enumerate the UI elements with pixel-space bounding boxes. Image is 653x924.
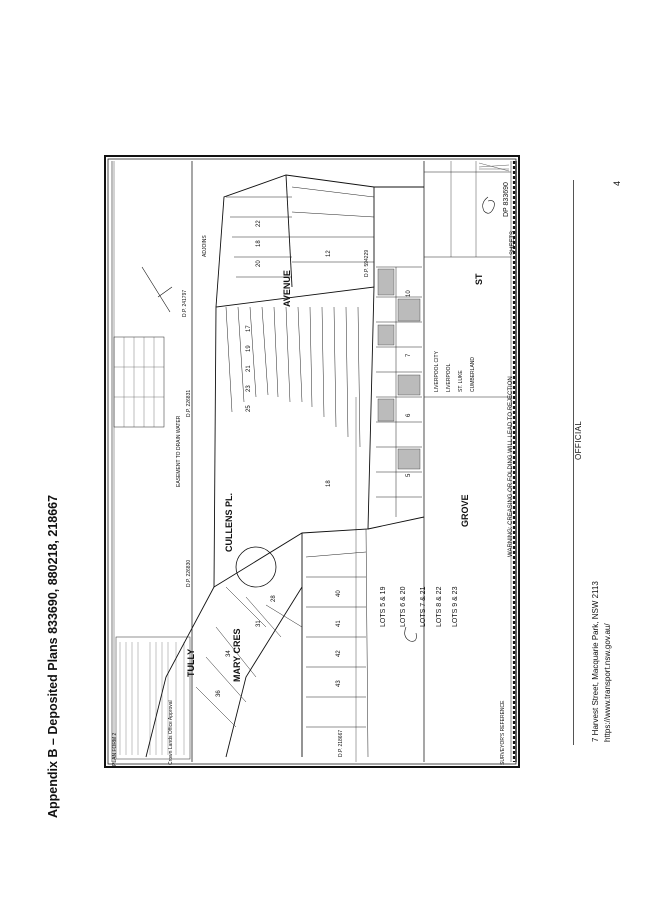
lot-number: 22 (256, 220, 262, 227)
lot-number: 23 (246, 385, 252, 392)
street-avenue: AVENUE (282, 270, 292, 307)
lot-number: 17 (246, 325, 252, 332)
lot-number: 21 (246, 365, 252, 372)
county-label: CUMBERLAND (470, 356, 476, 392)
street-grove: GROVE (460, 494, 470, 527)
lot-number: 28 (271, 595, 277, 602)
adjoins-label: ADJOINS (202, 235, 208, 257)
page-number: 4 (612, 180, 622, 186)
locality-label: LIVERPOOL (446, 363, 452, 392)
warning-text: WARNING: CREASING OR FOLDING WILL LEAD T… (508, 376, 514, 557)
deposited-plan-drawing: PLAN FORM 2 Crown Lands Office Approval … (104, 155, 520, 768)
lot-number: 34 (226, 650, 232, 657)
lot-number: 18 (326, 480, 332, 487)
lot-number: 5 (406, 473, 412, 477)
lga-label: LIVERPOOL CITY (434, 351, 440, 392)
lot-list-3: LOTS 7 & 21 (420, 586, 427, 627)
lot-number: 10 (406, 290, 412, 297)
dp-ref-1: D.P. 241797 (182, 289, 188, 317)
plan-form-label: PLAN FORM 2 (112, 732, 118, 766)
lot-number: 25 (246, 405, 252, 412)
lot-number: 31 (256, 620, 262, 627)
footer-address: 7 Harvest Street, Macquarie Park, NSW 21… (590, 581, 614, 742)
lot-number: 20 (256, 260, 262, 267)
lot-list-2: LOTS 6 & 20 (400, 586, 407, 627)
dp-ref-5: D.P. 218667 (338, 729, 344, 757)
lot-number: 42 (336, 650, 342, 657)
lot-list-5: LOTS 9 & 23 (452, 586, 459, 627)
checklist-title: Crown Lands Office Approval (168, 700, 174, 765)
lot-number: 41 (336, 620, 342, 627)
street-mary-cres: MARY CRES (232, 628, 242, 682)
sheets-label: SHEETS (510, 230, 516, 255)
dp-ref-2: D.P. 226831 (186, 389, 192, 417)
address-line: 7 Harvest Street, Macquarie Park, NSW 21… (591, 581, 600, 742)
lot-number: 18 (256, 240, 262, 247)
lot-number: 40 (336, 590, 342, 597)
lot-list-4: LOTS 8 & 22 (436, 586, 443, 627)
dp-ref-3: D.P. 226830 (186, 559, 192, 587)
page-heading: Appendix B – Deposited Plans 833690, 880… (46, 494, 60, 818)
parish-label: ST. LUKE (458, 370, 464, 392)
easement-note: EASEMENT TO DRAIN WATER (176, 415, 182, 487)
dp-number: DP 833690 (503, 182, 510, 217)
street-tully: TULLY (186, 648, 196, 677)
dp-ref-4: D.P. 594229 (364, 249, 370, 277)
footer-divider (573, 180, 574, 745)
official-marking: OFFICIAL (574, 420, 583, 460)
lot-list-1: LOTS 5 & 19 (380, 586, 387, 627)
website-link[interactable]: https://www.transport.nsw.gov.au/ (603, 623, 612, 742)
lot-number: 12 (326, 250, 332, 257)
street-st: ST (474, 273, 484, 285)
surveyor-reference: SURVEYOR'S REFERENCE (500, 700, 506, 766)
lot-number: 43 (336, 680, 342, 687)
lot-number: 7 (406, 353, 412, 357)
lot-number: 6 (406, 413, 412, 417)
plan-linework (107, 158, 517, 765)
street-cullens-pl: CULLENS PL. (224, 492, 234, 552)
lot-number: 36 (216, 690, 222, 697)
lot-number: 19 (246, 345, 252, 352)
